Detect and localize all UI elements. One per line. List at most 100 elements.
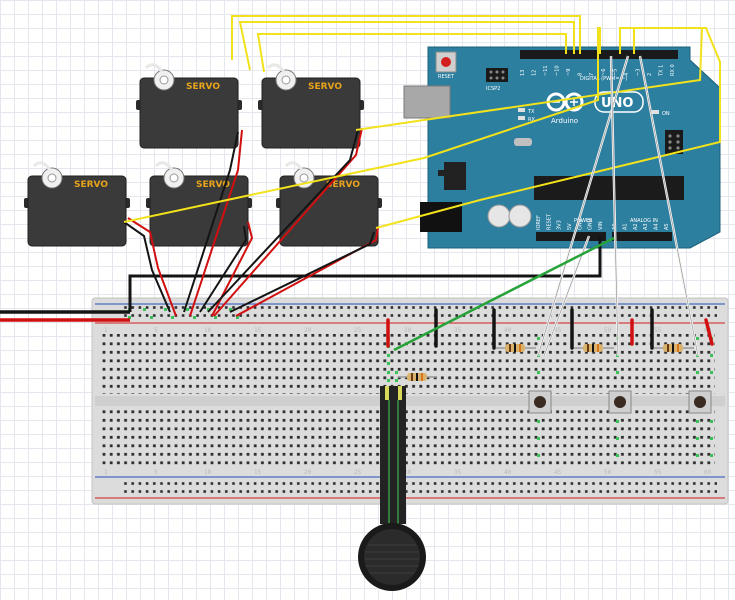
column-number: 1 bbox=[104, 469, 108, 476]
column-number: 35 bbox=[454, 327, 462, 334]
column-number: 30 bbox=[404, 469, 412, 476]
column-number: 55 bbox=[654, 327, 662, 334]
button-signal-wires bbox=[536, 55, 700, 357]
pin-label: 13 bbox=[520, 70, 526, 76]
external-power-wires bbox=[0, 310, 130, 322]
usb-connector bbox=[403, 85, 451, 119]
analog-sensor-wire bbox=[393, 236, 615, 352]
pin-label: 3V3 bbox=[557, 220, 563, 230]
top-power-rail bbox=[95, 303, 725, 324]
icsp2-header bbox=[486, 68, 508, 82]
pin-label: 5V bbox=[567, 223, 573, 230]
column-number: 25 bbox=[354, 327, 362, 334]
column-number: 1 bbox=[104, 327, 108, 334]
tx-label: TX bbox=[527, 109, 535, 115]
analog-label: ANALOG IN bbox=[630, 218, 658, 224]
column-number: 30 bbox=[404, 327, 412, 334]
column-number: 5 bbox=[154, 469, 158, 476]
column-number: 10 bbox=[204, 327, 212, 334]
pushbutton-3[interactable] bbox=[688, 390, 712, 414]
servo-3: SERVO bbox=[24, 161, 130, 247]
pin-label: ~3 bbox=[635, 69, 641, 76]
power-label: POWER bbox=[574, 218, 593, 224]
column-number: 20 bbox=[304, 327, 312, 334]
pin-label: 2 bbox=[647, 73, 653, 76]
resistor-3 bbox=[574, 344, 614, 352]
bottom-power-rail bbox=[95, 476, 725, 499]
reset-label: RESET bbox=[438, 74, 455, 80]
servo-signal-wires bbox=[123, 15, 721, 229]
on-led bbox=[652, 110, 659, 114]
atmega-chip bbox=[534, 176, 684, 200]
column-number: 10 bbox=[204, 469, 212, 476]
pin-label: RX 0 bbox=[670, 64, 676, 76]
pin-label: ~11 bbox=[543, 65, 549, 76]
column-number: 35 bbox=[454, 469, 462, 476]
resistor-1 bbox=[398, 373, 436, 381]
tx-led bbox=[518, 108, 525, 112]
servo-3-label: SERVO bbox=[74, 180, 108, 190]
digital-label: DIGITAL (PWM= ~) bbox=[580, 76, 627, 82]
ground-wire-to-arduino bbox=[128, 236, 602, 312]
voltage-regulator bbox=[444, 162, 466, 190]
column-number: 45 bbox=[554, 469, 562, 476]
uno-model-label: UNO bbox=[601, 96, 634, 111]
force-sensitive-resistor bbox=[358, 386, 426, 591]
reset-button[interactable] bbox=[435, 51, 457, 73]
column-number: 50 bbox=[604, 327, 612, 334]
rx-label: RX bbox=[528, 117, 535, 123]
pin-label: A3 bbox=[643, 223, 649, 230]
servo-1: SERVO bbox=[136, 63, 242, 149]
servos: SERVO SERVO SERVO SERVO SERVO bbox=[24, 63, 382, 247]
column-number: 55 bbox=[654, 469, 662, 476]
column-number: 20 bbox=[304, 469, 312, 476]
column-number: 40 bbox=[504, 327, 512, 334]
pin-label: 12 bbox=[532, 70, 538, 76]
pin-label: A1 bbox=[622, 223, 628, 230]
servo-4: SERVO bbox=[146, 161, 252, 247]
on-label: ON bbox=[662, 111, 670, 117]
terminal-strip-bottom bbox=[100, 410, 715, 468]
pin-label: GND bbox=[577, 218, 583, 230]
rx-led bbox=[518, 116, 525, 120]
power-header bbox=[536, 232, 606, 241]
column-number: 15 bbox=[254, 469, 262, 476]
pin-label: 7 bbox=[589, 73, 595, 76]
pushbutton-2[interactable] bbox=[608, 390, 632, 414]
pin-label: TX 1 bbox=[658, 65, 664, 77]
servo-1-label: SERVO bbox=[186, 82, 220, 92]
pin-label: ~6 bbox=[601, 69, 607, 76]
crystal-oscillator bbox=[514, 138, 532, 146]
column-number: 45 bbox=[554, 327, 562, 334]
servo-4-label: SERVO bbox=[196, 180, 230, 190]
pin-label: VIN bbox=[598, 221, 604, 230]
column-number: 50 bbox=[604, 469, 612, 476]
analog-header bbox=[612, 232, 672, 241]
pin-label: A4 bbox=[654, 223, 660, 230]
servo-ground-wires bbox=[123, 129, 375, 313]
pin-label: GND bbox=[588, 218, 594, 230]
column-number: 5 bbox=[154, 327, 158, 334]
pin-label: A5 bbox=[664, 223, 670, 230]
servo-2-label: SERVO bbox=[308, 82, 342, 92]
pin-label: 4 bbox=[624, 73, 630, 76]
servo-power-wires bbox=[127, 127, 379, 317]
pin-label: 8 bbox=[578, 73, 584, 76]
icsp2-label: ICSP2 bbox=[486, 86, 500, 92]
column-number: 25 bbox=[354, 469, 362, 476]
center-channel bbox=[95, 396, 725, 406]
arduino-brand-label: Arduino bbox=[551, 117, 578, 125]
capacitors bbox=[487, 204, 532, 228]
pin-label: A2 bbox=[633, 223, 639, 230]
servo-5-label: SERVO bbox=[326, 180, 360, 190]
icsp-header bbox=[665, 130, 683, 154]
servo-2: SERVO bbox=[258, 63, 364, 149]
column-number: 60 bbox=[704, 469, 712, 476]
pin-label: ~5 bbox=[612, 69, 618, 76]
pushbutton-1[interactable] bbox=[528, 390, 552, 414]
